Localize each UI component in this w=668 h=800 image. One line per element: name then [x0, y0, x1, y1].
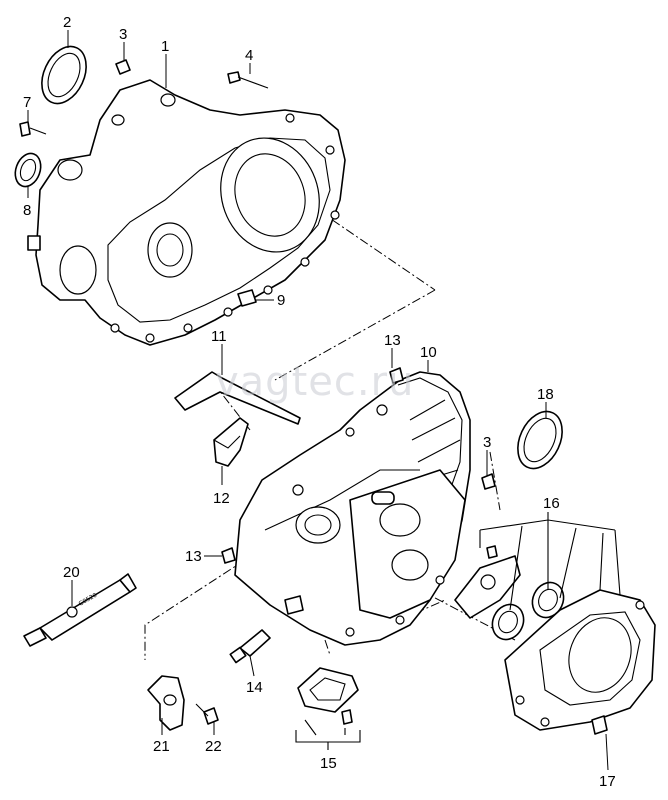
shift-rod-11: [174, 371, 301, 425]
bolt-22: [195, 703, 219, 725]
label-16: 16: [543, 495, 560, 512]
clutch-housing: [27, 79, 346, 346]
part-labels: 2 3 1 4 7 8 9 11 10 13 13 12 3 18 16 20 …: [23, 14, 616, 790]
label-20: 20: [63, 564, 80, 581]
label-3-top: 3: [119, 26, 127, 43]
stud-13-lower: [221, 547, 236, 564]
label-18: 18: [537, 386, 554, 403]
label-10: 10: [420, 344, 437, 361]
label-13-bottom: 13: [185, 548, 202, 565]
label-3-right: 3: [483, 434, 491, 451]
gearbox-housing: [234, 371, 471, 646]
sensor-14: [229, 629, 271, 664]
label-8: 8: [23, 202, 31, 219]
cover-assembly-16: [454, 545, 656, 735]
label-1: 1: [161, 38, 169, 55]
top-small-parts: [14, 45, 269, 307]
sealant-tube-20: G0520: [23, 573, 137, 647]
stud-13-upper: [389, 367, 404, 384]
label-11: 11: [211, 328, 227, 345]
bracket-16: [479, 512, 621, 611]
label-14: 14: [246, 679, 263, 696]
label-7: 7: [23, 94, 31, 111]
clip-12: [213, 417, 249, 467]
bracket-15: [295, 719, 361, 750]
seal-ring-18: [517, 410, 563, 470]
label-4: 4: [245, 47, 253, 64]
watermark: vagtec.ru: [215, 359, 414, 405]
leader-lines: [27, 30, 609, 771]
label-22: 22: [205, 738, 222, 755]
label-17: 17: [599, 773, 616, 790]
bracket-21: [147, 675, 185, 731]
label-15: 15: [320, 755, 337, 772]
stud-3-lower: [481, 473, 496, 490]
label-12: 12: [213, 490, 230, 507]
label-2: 2: [63, 14, 71, 31]
gasket-15: [297, 667, 359, 725]
label-9: 9: [277, 292, 285, 309]
seal-ring-2: [41, 45, 87, 105]
label-13-top: 13: [384, 332, 401, 349]
label-21: 21: [153, 738, 170, 755]
